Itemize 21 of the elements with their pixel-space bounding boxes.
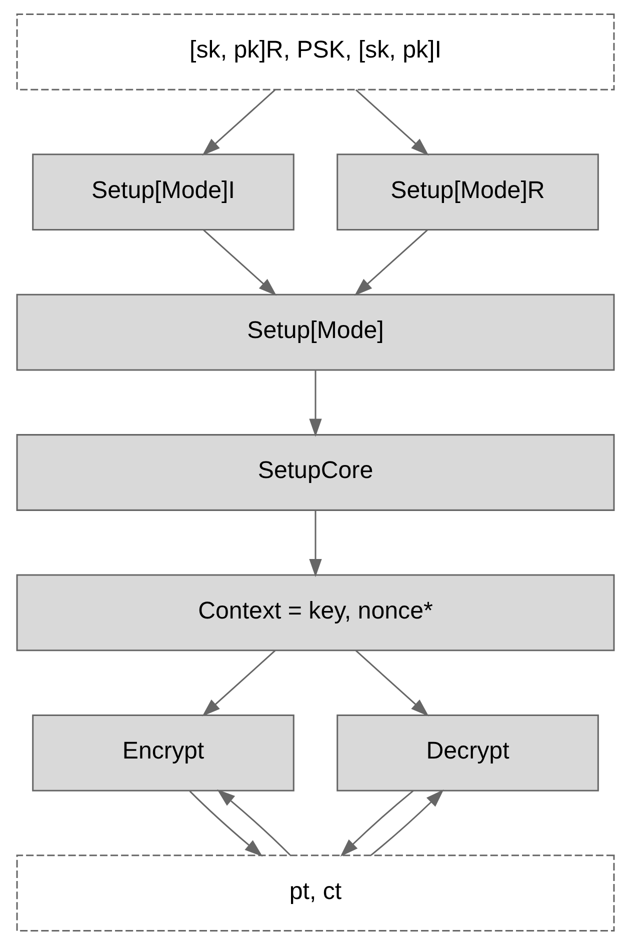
node-box: Setup[Mode]I bbox=[32, 154, 294, 231]
arrow bbox=[340, 790, 414, 857]
node-box: Encrypt bbox=[32, 714, 294, 792]
arrow bbox=[309, 370, 322, 437]
node-box: Setup[Mode]R bbox=[336, 154, 599, 231]
arrow bbox=[202, 650, 276, 716]
arrow bbox=[309, 510, 322, 578]
node-box: pt, ct bbox=[16, 854, 615, 932]
node-box: Decrypt bbox=[336, 714, 599, 792]
node-box: Setup[Mode] bbox=[16, 294, 615, 371]
arrow bbox=[355, 89, 429, 156]
arrow bbox=[189, 790, 263, 857]
arrow bbox=[370, 790, 444, 856]
arrow bbox=[217, 789, 291, 856]
arrow bbox=[354, 229, 428, 296]
arrow bbox=[203, 229, 277, 296]
node-box: [sk, pk]R, PSK, [sk, pk]I bbox=[16, 14, 615, 90]
arrow bbox=[202, 89, 276, 156]
node-box: SetupCore bbox=[16, 434, 615, 511]
node-box: Context = key, nonce* bbox=[16, 574, 615, 652]
arrow bbox=[355, 650, 429, 716]
